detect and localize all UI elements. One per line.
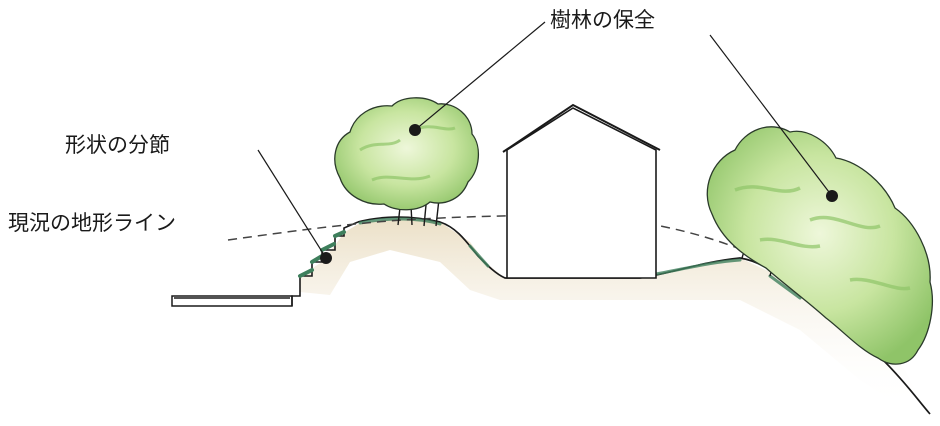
- existing-terrain-dashed-line: [227, 215, 771, 263]
- label-forest-conservation: 樹林の保全: [550, 8, 655, 32]
- leader-forest-left: [414, 21, 546, 131]
- house: [502, 103, 661, 279]
- leader-lines: [257, 21, 833, 259]
- right-trees: [706, 126, 933, 365]
- label-existing-terrain-line: 現況の地形ライン: [8, 211, 176, 235]
- low-platform: [171, 295, 293, 307]
- leader-forest-right: [709, 34, 833, 197]
- marker-dot-central-tree: [409, 124, 421, 136]
- label-terrain-division: 形状の分節: [65, 133, 170, 157]
- marker-dot-step: [320, 252, 332, 264]
- ground-tint: [300, 218, 920, 410]
- marker-dot-right-tree: [826, 190, 838, 202]
- stepped-grass: [298, 230, 346, 278]
- central-trees: [334, 97, 479, 227]
- leader-division: [257, 149, 327, 259]
- terrain-grass: [358, 217, 852, 336]
